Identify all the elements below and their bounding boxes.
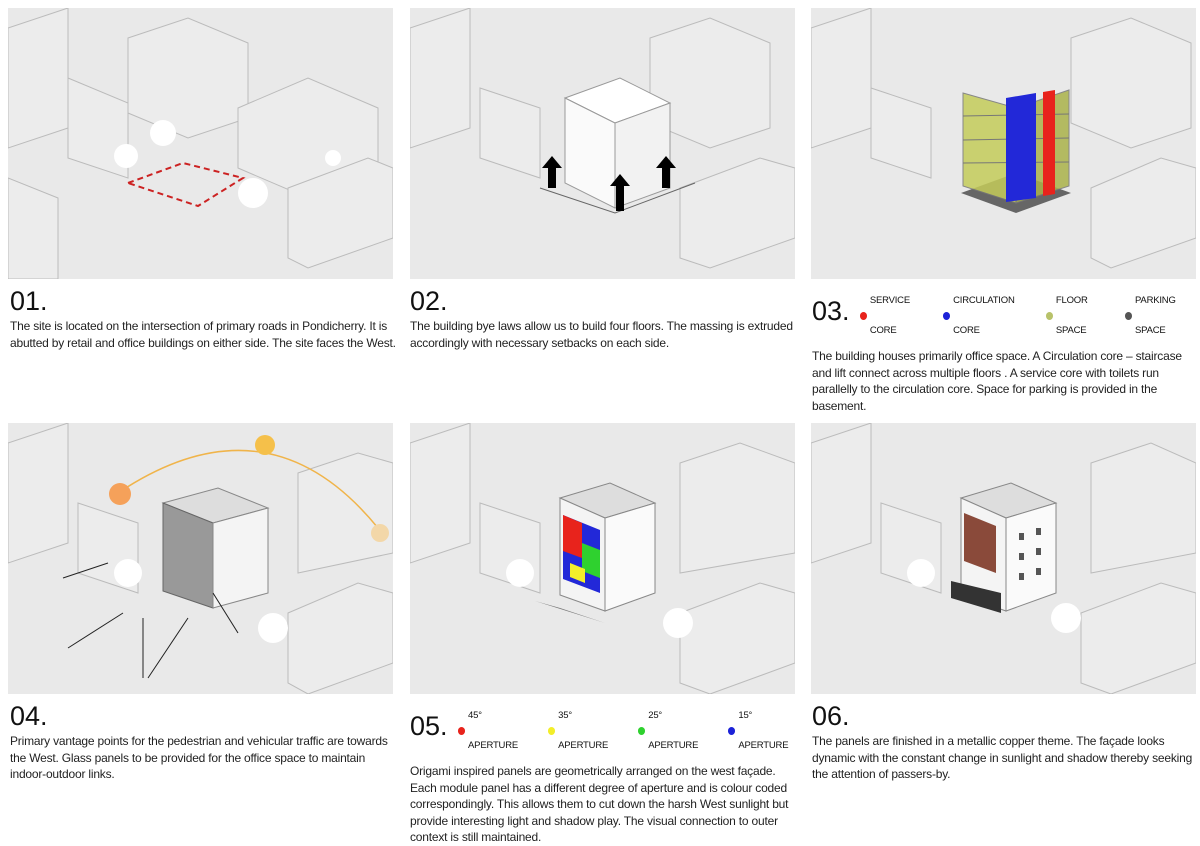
- step-description: The site is located on the intersection …: [10, 319, 396, 350]
- site-illustration: [8, 8, 393, 279]
- facade-panels-diagram-panel: [410, 423, 795, 694]
- copper-finish-diagram-panel: [811, 423, 1196, 694]
- legend-label: 15° APERTURE: [738, 710, 789, 751]
- step-number: 02.: [410, 286, 448, 316]
- massing-illustration: [410, 8, 795, 269]
- step-description: Origami inspired panels are geometricall…: [410, 764, 789, 844]
- step-number: 05.: [410, 711, 448, 741]
- step-description: The building houses primarily office spa…: [812, 349, 1182, 413]
- legend-label: 35° APERTURE: [558, 710, 609, 751]
- site-diagram-panel: [8, 8, 393, 279]
- legend-label: PARKING SPACE: [1135, 295, 1176, 336]
- step-number: 01.: [10, 286, 48, 316]
- step-description: Primary vantage points for the pedestria…: [10, 734, 388, 781]
- program-legend: SERVICE CORE CIRCULATION CORE FLOOR SPAC…: [859, 286, 1200, 346]
- legend-label: SERVICE CORE: [869, 295, 910, 336]
- vantage-illustration: [8, 423, 393, 694]
- step-04-caption: 04.Primary vantage points for the pedest…: [10, 701, 400, 783]
- site-boundary: [124, 161, 246, 208]
- step-number: 06.: [812, 701, 850, 731]
- step-01-caption: 01.The site is located on the intersecti…: [10, 286, 400, 351]
- step-description: The building bye laws allow us to build …: [410, 319, 793, 350]
- step-number: 04.: [10, 701, 48, 731]
- program-diagram-panel: [811, 8, 1196, 279]
- step-description: The panels are finished in a metallic co…: [812, 734, 1193, 781]
- extrude-arrow-icons: [542, 156, 676, 211]
- sun-icon: [255, 435, 275, 455]
- finish-illustration: [811, 423, 1196, 694]
- program-illustration: [811, 8, 1196, 269]
- step-02-caption: 02.The building bye laws allow us to bui…: [410, 286, 800, 351]
- legend-label: FLOOR SPACE: [1055, 295, 1088, 336]
- facade-illustration: [410, 423, 795, 694]
- legend-label: 25° APERTURE: [648, 710, 699, 751]
- aperture-panels: [563, 515, 600, 593]
- sun-icon: [371, 524, 389, 542]
- sun-icon: [109, 483, 131, 505]
- step-03-caption: 03. SERVICE CORE CIRCULATION CORE FLOOR …: [812, 286, 1200, 414]
- aperture-legend: 45° APERTURE 35° APERTURE 25° APERTURE 1…: [457, 701, 800, 761]
- step-05-caption: 05. 45° APERTURE 35° APERTURE 25° APERTU…: [410, 701, 800, 846]
- step-number: 03.: [812, 296, 850, 326]
- step-06-caption: 06.The panels are finished in a metallic…: [812, 701, 1200, 783]
- legend-label: 45° APERTURE: [468, 710, 519, 751]
- vantage-diagram-panel: [8, 423, 393, 694]
- massing-diagram-panel: [410, 8, 795, 279]
- legend-label: CIRCULATION CORE: [953, 295, 1015, 336]
